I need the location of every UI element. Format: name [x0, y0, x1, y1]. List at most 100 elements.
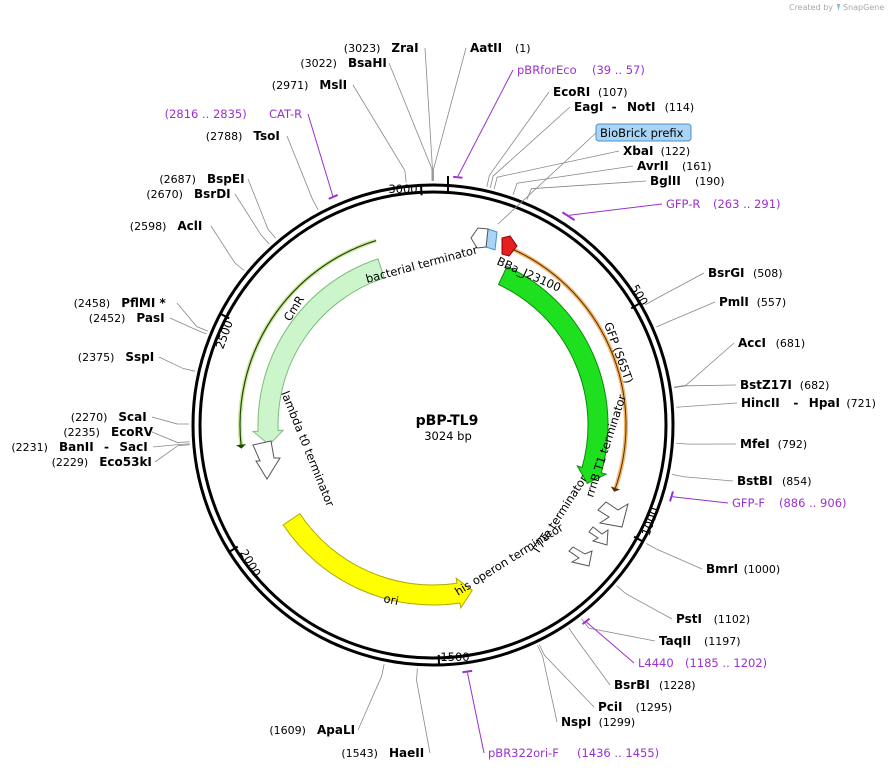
feature-ori[interactable] — [282, 513, 473, 610]
site-name: MfeI — [740, 437, 770, 451]
rrnb-terminator-arrow[interactable] — [597, 501, 629, 528]
site-name: BstZ17I — [740, 378, 792, 392]
site-label-bstbi[interactable]: BstBI(854) — [737, 474, 812, 488]
site-position: (1102) — [714, 613, 751, 626]
site-leader-bglii — [526, 180, 647, 200]
site-position: (682) — [800, 379, 830, 392]
site-name: NspI — [561, 715, 591, 729]
site-label-hincii-hpai[interactable]: HincII-HpaI(721) — [741, 396, 876, 410]
site-label-apali[interactable]: (1609)ApaLI — [269, 723, 355, 737]
site-leader-eco53ki — [154, 444, 190, 463]
primer-label-l4440[interactable]: L4440(1185 .. 1202) — [638, 656, 767, 670]
site-name: AvrII — [637, 159, 669, 173]
feature-gfp[interactable] — [497, 265, 609, 485]
primer-mark-pbr322ori-f[interactable] — [462, 669, 473, 674]
site-label-pasi[interactable]: (2452)PasI — [89, 311, 165, 325]
primer-mark-gfp-f[interactable] — [669, 491, 674, 502]
site-name: AccI — [738, 336, 766, 350]
site-label-sspi[interactable]: (2375)SspI — [78, 350, 154, 364]
primer-label-gfp-f[interactable]: GFP-F(886 .. 906) — [732, 496, 847, 510]
lambda-terminator-arrow[interactable] — [252, 440, 281, 480]
site-label-eagi-noti[interactable]: EagI-NotI(114) — [574, 100, 694, 114]
promoter-arrow-icon — [501, 235, 518, 257]
site-name: BspEI — [207, 172, 245, 186]
tick-mark-500 — [630, 302, 641, 310]
primer-label-cat-r[interactable]: (2816 .. 2835)CAT-R — [165, 107, 303, 121]
site-name: ApaLI — [317, 723, 355, 737]
site-label-bsrdi[interactable]: (2670)BsrDI — [146, 187, 230, 201]
site-label-bspei[interactable]: (2687)BspEI — [159, 172, 244, 186]
bacterial-terminator-feature[interactable] — [470, 227, 489, 249]
site-label-avrii[interactable]: AvrII (161) — [637, 159, 712, 173]
his-terminator-arrow[interactable] — [568, 546, 593, 567]
biobrick-badge[interactable] — [595, 123, 692, 142]
site-label-haeii[interactable]: (1543)HaeII — [341, 746, 424, 760]
site-label-pflmi[interactable]: (2458)PflMI * — [74, 296, 167, 310]
site-label-zrai[interactable]: (3023)ZraI — [344, 41, 419, 55]
primer-mark-gfp-r[interactable] — [561, 211, 576, 221]
primer-name: CAT-R — [269, 107, 302, 121]
site-position: (122) — [661, 145, 691, 158]
site-leader-banii-saci — [152, 443, 190, 448]
gfp-orf-line — [508, 247, 627, 490]
site-label-aatii[interactable]: AatII(1) — [470, 41, 531, 55]
site-label-pmli[interactable]: PmlI(557) — [719, 295, 786, 309]
site-label-bsrgi[interactable]: BsrGI(508) — [708, 266, 783, 280]
feature-cmr[interactable] — [251, 258, 385, 446]
biobrick-leader-line — [497, 131, 598, 225]
site-name: - — [612, 100, 617, 114]
site-label-eco53ki[interactable]: (2229)Eco53kI — [52, 455, 152, 469]
site-name: EcoRI — [553, 85, 590, 99]
site-label-taqii[interactable]: TaqII(1197) — [659, 634, 741, 648]
site-label-xbai[interactable]: XbaI(122) — [623, 144, 690, 158]
site-position: (161) — [682, 160, 712, 173]
t7te-terminator-arrow[interactable] — [588, 526, 609, 546]
site-label-ecori[interactable]: EcoRI(107) — [553, 85, 628, 99]
site-label-bglii[interactable]: BglII(190) — [650, 174, 725, 188]
site-label-ecorv[interactable]: (2235)EcoRV — [63, 425, 153, 439]
site-label-psti[interactable]: PstI(1102) — [676, 612, 750, 626]
site-position: (2270) — [71, 411, 108, 424]
site-leader-mfei — [676, 442, 737, 445]
gfp-orf-arrowhead-icon — [610, 486, 621, 492]
bba-j23100-promoter[interactable] — [501, 235, 518, 257]
site-label-scai[interactable]: (2270)ScaI — [71, 410, 147, 424]
site-label-bsahi[interactable]: (3022)BsaHI — [300, 56, 387, 70]
primer-range: (1185 .. 1202) — [685, 656, 767, 670]
site-label-banii-saci[interactable]: (2231)BanII-SacI — [11, 440, 147, 454]
tick-label-1500: 1500 — [440, 650, 469, 664]
site-position: (681) — [776, 337, 806, 350]
plasmid-backbone — [191, 183, 675, 667]
primer-range: (39 .. 57) — [592, 63, 645, 77]
primer-mark-l4440[interactable] — [581, 617, 591, 625]
site-name: BsrDI — [194, 187, 231, 201]
site-position: (2231) — [11, 441, 48, 454]
site-label-bsrbi[interactable]: BsrBI(1228) — [614, 678, 696, 692]
site-leader-zrai — [424, 47, 433, 182]
site-label-acci[interactable]: AccI (681) — [738, 336, 805, 350]
primer-label-gfp-r[interactable]: GFP-R(263 .. 291) — [666, 197, 781, 211]
site-name: SspI — [125, 350, 154, 364]
tick-mark-2500 — [219, 312, 230, 320]
site-label-bst17i[interactable]: BstZ17I (682) — [740, 378, 829, 392]
site-label-msli[interactable]: (2971)MslI — [272, 78, 347, 92]
site-label-pcii[interactable]: PciI(1295) — [598, 700, 672, 714]
primer-label-pbrforeco[interactable]: pBRforEco(39 .. 57) — [517, 63, 645, 77]
site-labels: AatII(1) EcoRI(107)EagI-NotI(114) XbaI(122… — [11, 41, 876, 760]
site-name: BmrI — [706, 562, 738, 576]
site-leader-bstbi — [671, 473, 734, 482]
snapgene-logo-icon — [837, 4, 840, 11]
site-leader-ecorv — [151, 431, 190, 443]
site-label-tsoi[interactable]: (2788)TsoI — [206, 129, 280, 143]
site-label-bmri[interactable]: BmrI(1000) — [706, 562, 780, 576]
site-label-acli[interactable]: (2598)AclI — [130, 219, 203, 233]
primer-mark-cat-r[interactable] — [328, 194, 339, 200]
site-position: (1197) — [704, 635, 741, 648]
primer-label-pbr322ori-f[interactable]: pBR322ori-F(1436 .. 1455) — [488, 746, 659, 760]
site-position: (114) — [665, 101, 695, 114]
site-label-nspi[interactable]: NspI(1299) — [561, 715, 635, 729]
site-label-mfei[interactable]: MfeI(792) — [740, 437, 807, 451]
terminator-arrow-icon — [588, 526, 609, 546]
backbone-inner-circle — [198, 190, 668, 660]
primer-mark-pbrforeco[interactable] — [453, 175, 463, 179]
